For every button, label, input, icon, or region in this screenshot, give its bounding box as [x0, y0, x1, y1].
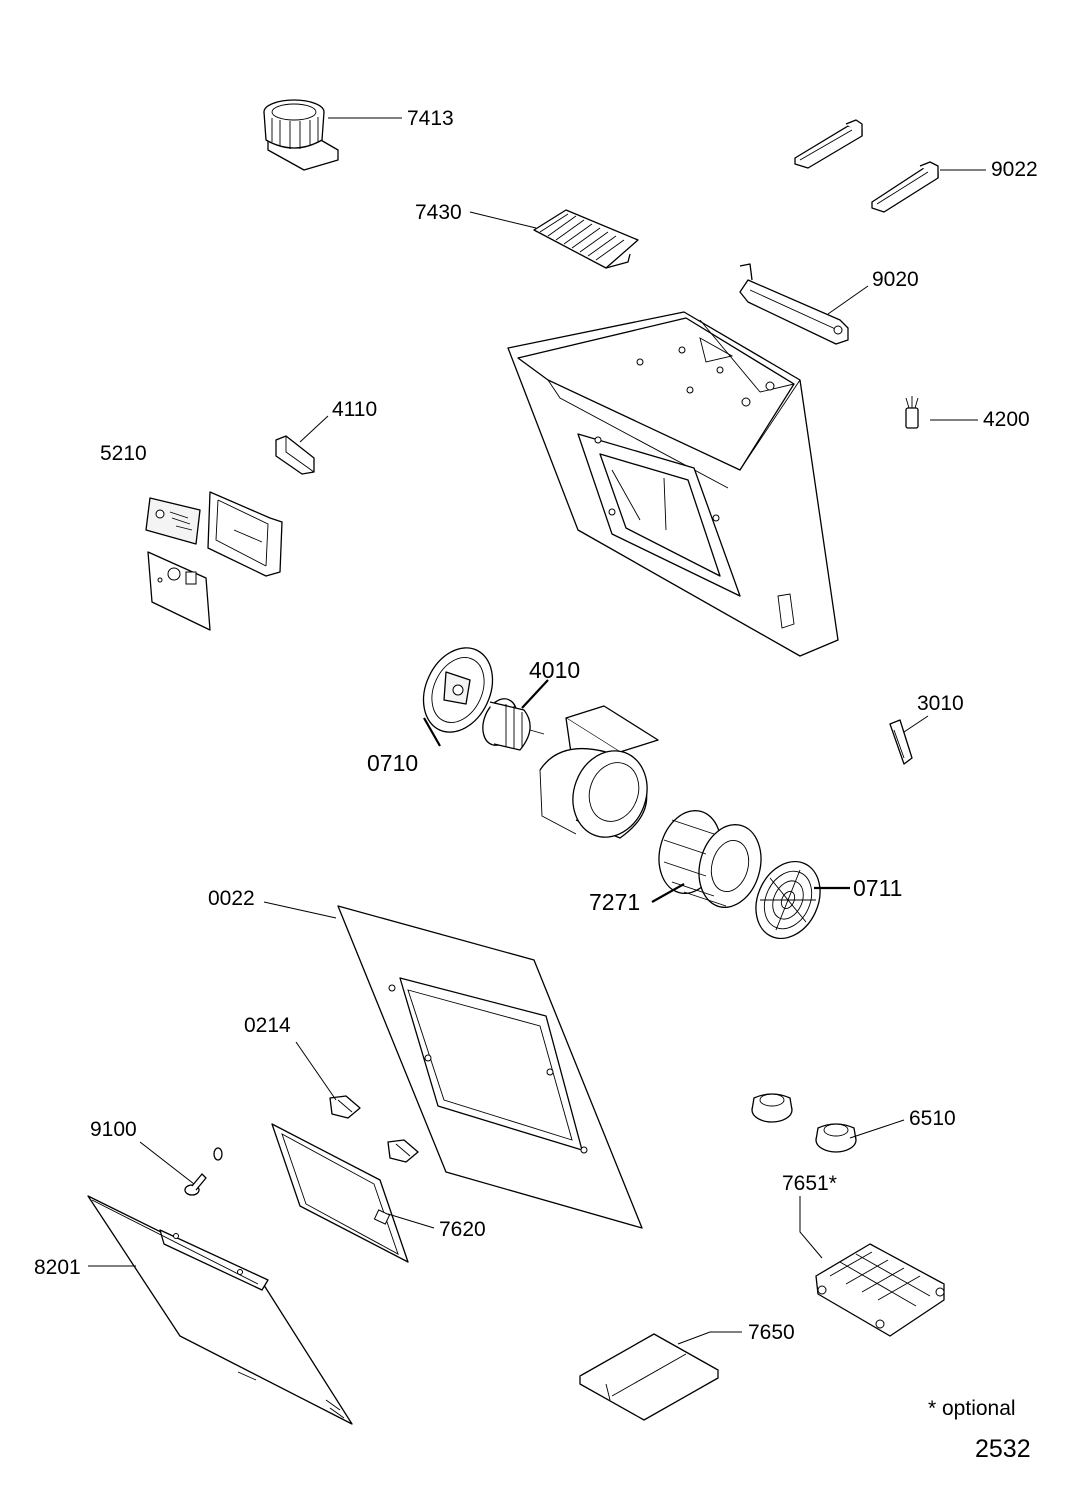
leader-0214 — [295, 1041, 337, 1101]
part-7620-grease-filter-panel — [271, 1123, 409, 1263]
part-6510-knob-right — [815, 1123, 857, 1153]
part-9022-bracket-upper — [794, 119, 863, 169]
leader-7430 — [469, 211, 537, 229]
label-7650: 7650 — [748, 1321, 795, 1344]
part-5210-control-board — [145, 491, 283, 631]
leader-4010 — [521, 679, 549, 709]
optional-note: * optional — [928, 1397, 1016, 1420]
part-7650-carbon-filter-pad — [579, 1333, 719, 1421]
label-3010: 3010 — [917, 692, 964, 715]
label-0711: 0711 — [853, 875, 902, 901]
part-9022-bracket-lower — [871, 161, 939, 213]
label-0022: 0022 — [208, 887, 255, 910]
part-4200-lamp — [905, 396, 919, 429]
label-8201: 8201 — [34, 1256, 81, 1279]
leader-7650 — [677, 1331, 742, 1345]
part-hood-body — [507, 311, 839, 657]
part-7271-impeller — [658, 810, 762, 908]
label-7620: 7620 — [439, 1218, 486, 1241]
label-9100: 9100 — [90, 1118, 137, 1141]
part-7651-carbon-filter-frame — [815, 1243, 945, 1337]
leader-3010 — [903, 715, 929, 733]
label-7271: 7271 — [589, 889, 640, 915]
leader-4110 — [299, 415, 329, 443]
leader-7620 — [387, 1213, 435, 1229]
label-0710: 0710 — [367, 750, 418, 776]
leader-9020 — [827, 285, 869, 315]
part-0710-motor-flange — [422, 647, 494, 733]
part-0022-front-frame — [337, 905, 643, 1229]
label-4200: 4200 — [983, 408, 1030, 431]
part-6510-knob-left — [751, 1093, 793, 1123]
label-4110: 4110 — [332, 398, 377, 421]
diagram-code: 2532 — [975, 1435, 1031, 1463]
part-4010-motor — [482, 698, 545, 751]
leader-9100 — [139, 1141, 195, 1185]
label-7651: 7651* — [782, 1172, 837, 1195]
leader-6510 — [849, 1119, 905, 1139]
label-7413: 7413 — [407, 107, 454, 130]
part-7430-grease-filter — [533, 209, 639, 269]
part-0711-intake-grille — [755, 860, 821, 940]
part-9020-mounting-rail — [739, 263, 849, 345]
part-0214-clip-lower — [387, 1139, 419, 1163]
part-3010-connector — [889, 719, 913, 765]
label-6510: 6510 — [909, 1107, 956, 1130]
part-4110-switch-module — [275, 435, 315, 475]
label-7430: 7430 — [415, 201, 462, 224]
label-0214: 0214 — [244, 1014, 291, 1037]
label-4010: 4010 — [529, 657, 580, 683]
leader-7271 — [651, 883, 685, 903]
part-7413-duct-adaptor — [263, 99, 339, 171]
part-blower-housing — [539, 705, 659, 839]
label-5210: 5210 — [100, 442, 147, 465]
leader-0710 — [423, 717, 441, 747]
leader-0022 — [263, 901, 337, 919]
label-9020: 9020 — [872, 268, 919, 291]
part-0214-clip-upper — [329, 1095, 361, 1119]
part-8201-glass-panel — [87, 1195, 353, 1425]
part-9100-screw — [184, 1147, 223, 1196]
label-9022: 9022 — [991, 158, 1038, 181]
leader-7651 — [799, 1196, 823, 1259]
